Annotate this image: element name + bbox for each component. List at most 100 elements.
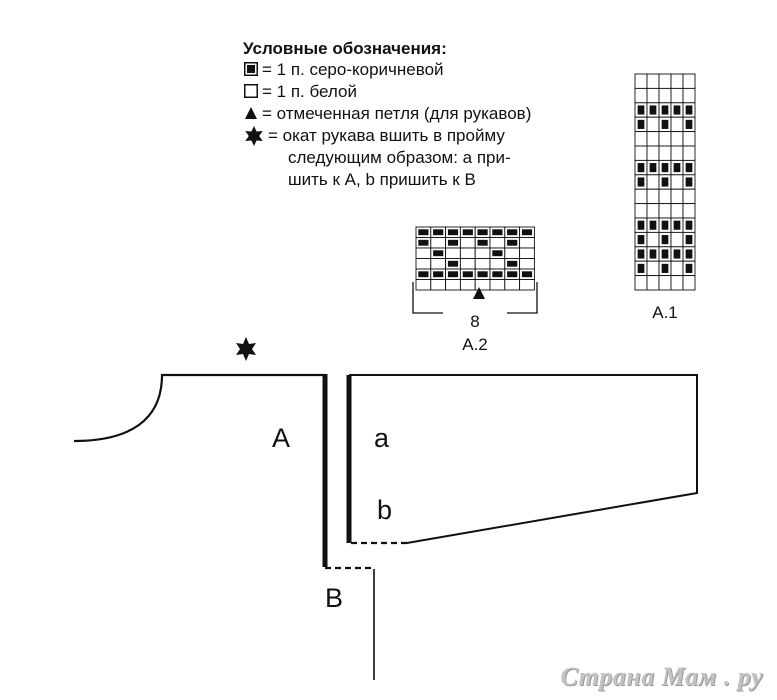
watermark-logo: Страна Мам . ру	[560, 662, 763, 691]
chart-a1-cell	[634, 73, 648, 89]
chart-a2-cell	[489, 258, 506, 270]
chart-a1-cell	[658, 203, 672, 219]
body-top-edge	[73, 373, 325, 443]
dark-cell-icon	[244, 62, 258, 76]
chart-a1-cell	[682, 203, 696, 219]
chart-a1-cell	[670, 203, 684, 219]
chart-a2-cell	[474, 258, 491, 270]
chart-a1-dark-stitch	[685, 263, 693, 273]
legend-star-line3: шить к А, b пришить к В	[288, 170, 476, 189]
chart-a1-cell	[634, 87, 648, 104]
sleeve-piece	[346, 374, 698, 545]
chart-a1-label: A.1	[652, 303, 678, 322]
chart-a2	[415, 226, 535, 291]
chart-a1-cell	[646, 188, 660, 205]
chart-a2-cell	[415, 258, 432, 270]
chart-a1-dark-stitch	[685, 119, 693, 129]
chart-a2-dark-stitch	[507, 271, 518, 278]
chart-a2-dark-stitch	[492, 271, 503, 278]
chart-a1-cell	[634, 275, 648, 291]
chart-a2-dark-stitch	[418, 239, 429, 246]
chart-a1-dark-stitch	[649, 249, 657, 259]
chart-a1-dark-stitch	[685, 177, 693, 187]
chart-a1-cell	[670, 145, 684, 161]
chart-a1-dark-stitch	[649, 105, 657, 115]
chart-a1-dark-stitch	[685, 105, 693, 115]
sleeve-outline	[349, 374, 698, 544]
chart-a1-cell	[658, 145, 672, 161]
chart-a2-cell	[519, 279, 535, 291]
chart-a1-cell	[646, 203, 660, 219]
legend-white-cell: = 1 п. белой	[243, 81, 623, 103]
body-piece	[73, 373, 375, 680]
chart-a2-cell	[474, 279, 491, 291]
chart-a2-cell	[519, 247, 535, 259]
chart-a1-cell	[682, 87, 696, 104]
chart-a2-dark-stitch	[418, 229, 429, 236]
chart-a1-cell	[670, 231, 684, 248]
chart-a2-cell	[430, 258, 447, 270]
chart-a1-dark-stitch	[637, 235, 645, 245]
chart-a2-cell	[415, 279, 432, 291]
chart-a1-cell	[682, 188, 696, 205]
legend-white-cell-text: = 1 п. белой	[262, 82, 357, 101]
legend-marked-stitch: = отмеченная петля (для рукавов)	[243, 103, 623, 125]
chart-a1-dark-stitch	[637, 177, 645, 187]
chart-a1-dark-stitch	[685, 249, 693, 259]
chart-a2-dark-stitch	[477, 239, 488, 246]
chart-a1-dark-stitch	[661, 105, 669, 115]
legend-star: = окат рукава вшить в пройму следующим о…	[243, 125, 623, 191]
legend-dark-cell-text: = 1 п. серо-коричневой	[262, 60, 444, 79]
chart-a1-dark-stitch	[637, 249, 645, 259]
chart-a2-cell	[489, 237, 506, 249]
chart-a1-cell	[646, 116, 660, 133]
chart-a2-dark-stitch	[447, 239, 459, 246]
chart-a2-dark-stitch	[492, 229, 503, 236]
chart-a1-cell	[670, 260, 684, 277]
chart-a2-dark-stitch	[447, 271, 459, 278]
legend-dark-cell: = 1 п. серо-коричневой	[243, 59, 623, 81]
chart-a2-dark-stitch	[418, 271, 429, 278]
chart-a1-dark-stitch	[661, 235, 669, 245]
chart-a2-dark-stitch	[521, 229, 533, 236]
chart-a1-dark-stitch	[637, 119, 645, 129]
chart-a1-cell	[670, 116, 684, 133]
chart-a1-cell	[670, 87, 684, 104]
legend-marked-stitch-text: = отмеченная петля (для рукавов)	[262, 104, 532, 123]
chart-a1-cell	[658, 131, 672, 147]
legend-star-line1: = окат рукава вшить в пройму	[268, 126, 505, 145]
chart-a2-cell	[459, 247, 476, 259]
label-A: A	[272, 423, 290, 453]
chart-a1-cell	[682, 73, 696, 89]
chart-a1-dark-stitch	[661, 177, 669, 187]
label-a: a	[374, 423, 390, 453]
chart-a1-dark-stitch	[685, 235, 693, 245]
chart-a2-dark-stitch	[433, 250, 444, 257]
triangle-icon	[245, 107, 257, 119]
chart-a2-cell	[474, 247, 491, 259]
chart-a1-dark-stitch	[661, 249, 669, 259]
chart-a2-cell	[459, 258, 476, 270]
chart-a1-cell	[646, 87, 660, 104]
chart-a1-cell	[682, 145, 696, 161]
chart-a1-dark-stitch	[637, 263, 645, 273]
chart-a1-cell	[646, 174, 660, 190]
chart-a2-cell	[459, 237, 476, 249]
chart-a2-cell	[504, 247, 521, 259]
chart-a2-dark-stitch	[477, 229, 488, 236]
chart-a2-dark-stitch	[507, 229, 518, 236]
chart-a2-dark-stitch	[462, 229, 473, 236]
chart-a1-dark-stitch	[637, 220, 645, 230]
star-icon	[236, 337, 256, 361]
chart-a1	[634, 73, 696, 291]
chart-a2-cell	[445, 247, 461, 259]
chart-a2-dark-stitch	[433, 271, 444, 278]
chart-a2-cell	[459, 279, 476, 291]
chart-a2-repeat-count: 8	[470, 312, 479, 331]
label-B: B	[325, 583, 343, 613]
chart-a1-dark-stitch	[673, 105, 681, 115]
chart-a1-dark-stitch	[661, 163, 669, 173]
legend-title: Условные обозначения:	[243, 39, 447, 58]
chart-a2-cell	[415, 247, 432, 259]
